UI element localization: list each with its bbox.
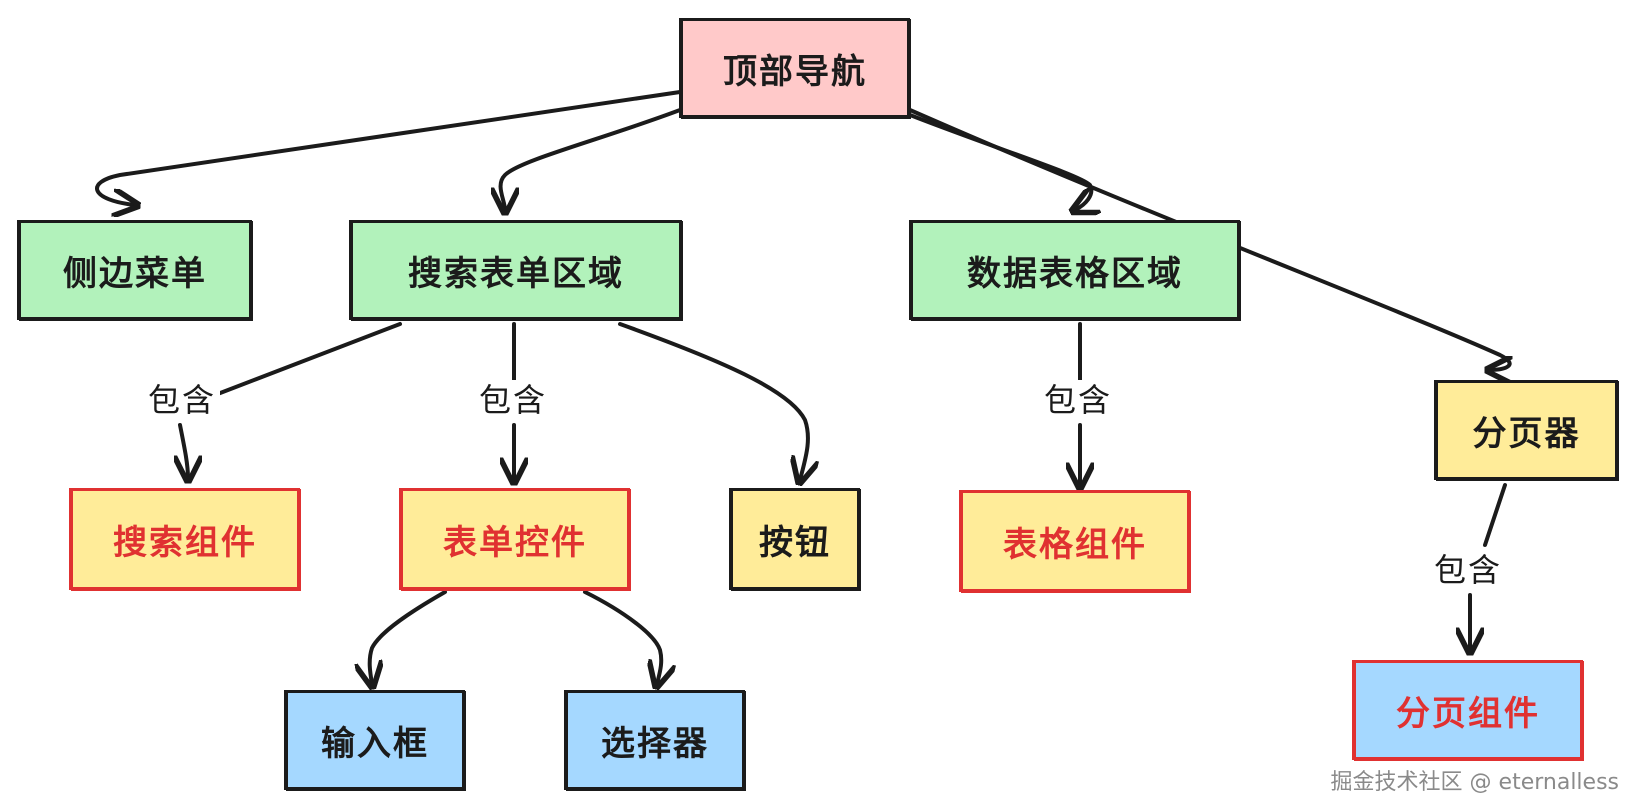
- edge-label-contains: 包含: [144, 380, 221, 420]
- edge-label-contains: 包含: [1430, 550, 1507, 590]
- node-input-box-label: 输入框: [321, 723, 429, 764]
- node-selector: 选择器: [565, 690, 745, 790]
- edge-label-contains: 包含: [1040, 380, 1117, 420]
- node-data-table-area: 数据表格区域: [910, 220, 1240, 320]
- edge-searcharea-searchcomponent-arrow: [180, 423, 188, 478]
- node-table-component: 表格组件: [960, 490, 1190, 592]
- node-side-menu-label: 侧边菜单: [63, 253, 207, 294]
- node-selector-label: 选择器: [601, 723, 709, 764]
- node-form-controls-label: 表单控件: [443, 522, 587, 563]
- node-side-menu: 侧边菜单: [18, 220, 252, 320]
- edge-topnav-tablearea: [908, 113, 1091, 210]
- watermark: 掘金技术社区 @ eternalless: [1330, 770, 1619, 795]
- node-top-nav: 顶部导航: [680, 18, 910, 118]
- node-button-label: 按钮: [759, 522, 831, 563]
- edge-formcontrols-selector: [583, 590, 661, 684]
- node-paginator: 分页器: [1435, 380, 1618, 480]
- node-data-table-area-label: 数据表格区域: [967, 253, 1183, 294]
- edge-label-contains: 包含: [475, 380, 552, 420]
- edge-searcharea-button: [618, 322, 808, 480]
- edge-topnav-sidemenu: [95, 90, 682, 205]
- node-table-component-label: 表格组件: [1003, 524, 1147, 565]
- node-pagination-component-label: 分页组件: [1396, 693, 1540, 734]
- node-pagination-component: 分页组件: [1353, 660, 1583, 760]
- node-button: 按钮: [730, 488, 860, 590]
- edge-topnav-paginator: [908, 108, 1510, 370]
- node-top-nav-label: 顶部导航: [723, 51, 867, 92]
- edge-topnav-searcharea: [501, 108, 682, 210]
- node-search-form-area: 搜索表单区域: [350, 220, 682, 320]
- node-search-form-area-label: 搜索表单区域: [408, 253, 624, 294]
- edge-searcharea-searchcomponent: [213, 322, 402, 397]
- node-form-controls: 表单控件: [400, 488, 630, 590]
- node-search-component: 搜索组件: [70, 488, 300, 590]
- node-input-box: 输入框: [285, 690, 465, 790]
- node-paginator-label: 分页器: [1472, 413, 1581, 454]
- edge-paginator-paginationcomponent: [1483, 483, 1507, 547]
- node-search-component-label: 搜索组件: [113, 522, 257, 563]
- edge-formcontrols-inputbox: [370, 590, 447, 684]
